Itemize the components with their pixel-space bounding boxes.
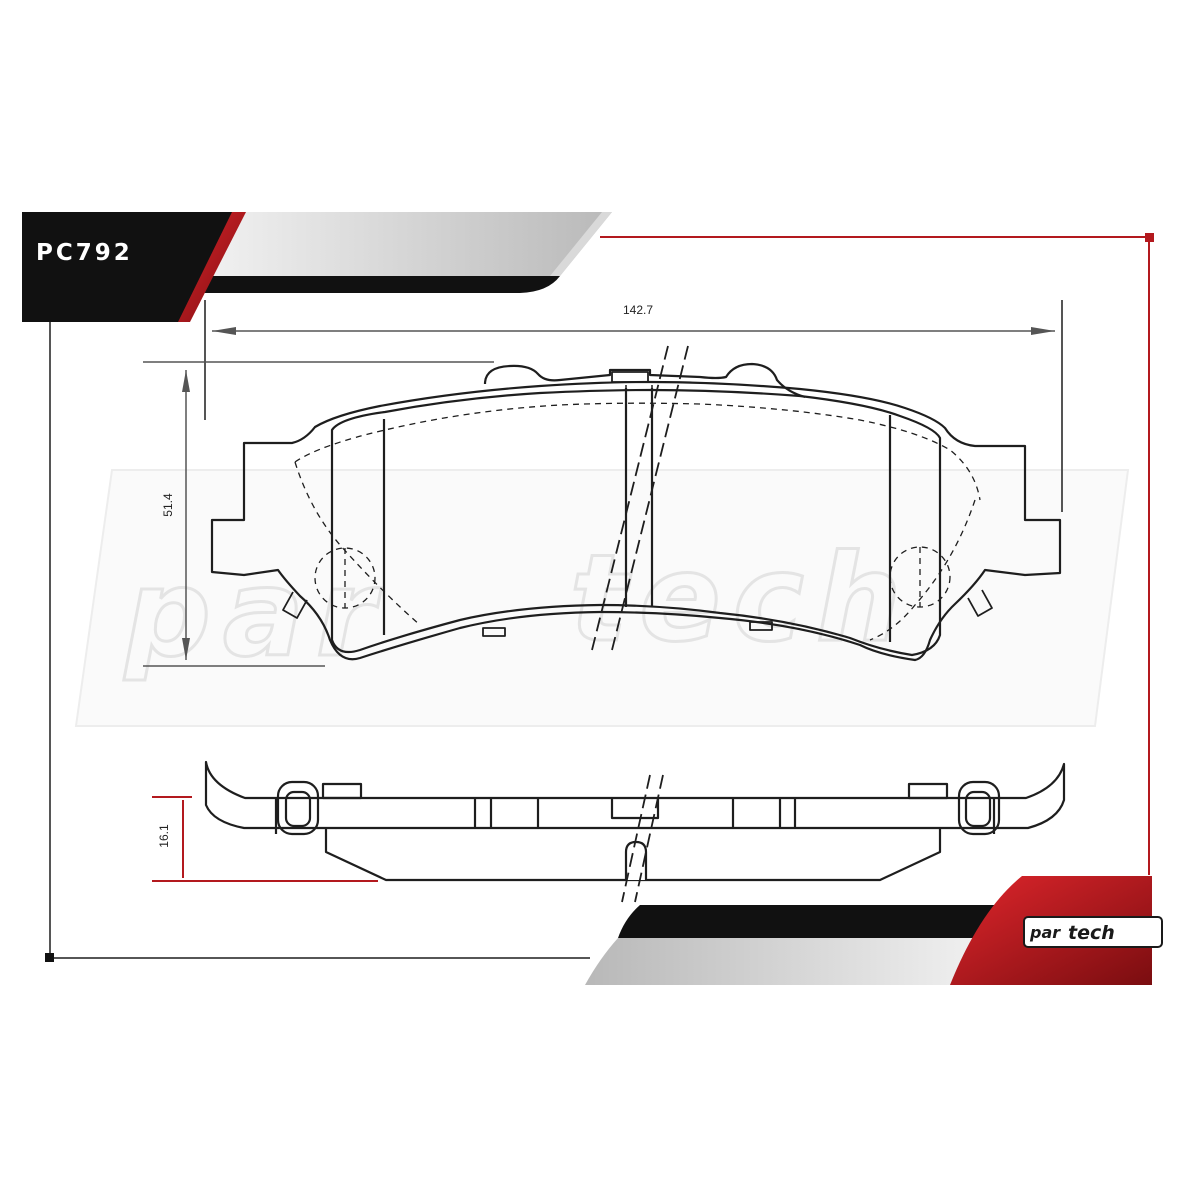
width-dimension: 142.7 bbox=[204, 300, 1063, 512]
thickness-dimension: 16.1 bbox=[152, 796, 378, 882]
width-dimension-label: 142.7 bbox=[623, 303, 653, 317]
footer-banner: par tech bbox=[585, 876, 1163, 985]
logo-text-right: tech bbox=[1068, 922, 1115, 944]
height-dimension-label: 51.4 bbox=[161, 493, 175, 517]
header-banner: PC792 bbox=[22, 212, 612, 322]
frame-lines bbox=[45, 233, 1154, 962]
thickness-dimension-label: 16.1 bbox=[157, 824, 171, 848]
pad-front-view bbox=[210, 345, 1062, 662]
watermark-text-left: par bbox=[123, 545, 387, 684]
watermark: par tech bbox=[74, 469, 1130, 727]
logo-text-left: par bbox=[1029, 923, 1061, 942]
height-dimension: 51.4 bbox=[143, 361, 494, 667]
partech-logo: par tech bbox=[1023, 916, 1163, 948]
part-number: PC792 bbox=[36, 240, 133, 266]
watermark-text-right: tech bbox=[570, 530, 913, 669]
pad-side-view bbox=[204, 760, 1066, 903]
